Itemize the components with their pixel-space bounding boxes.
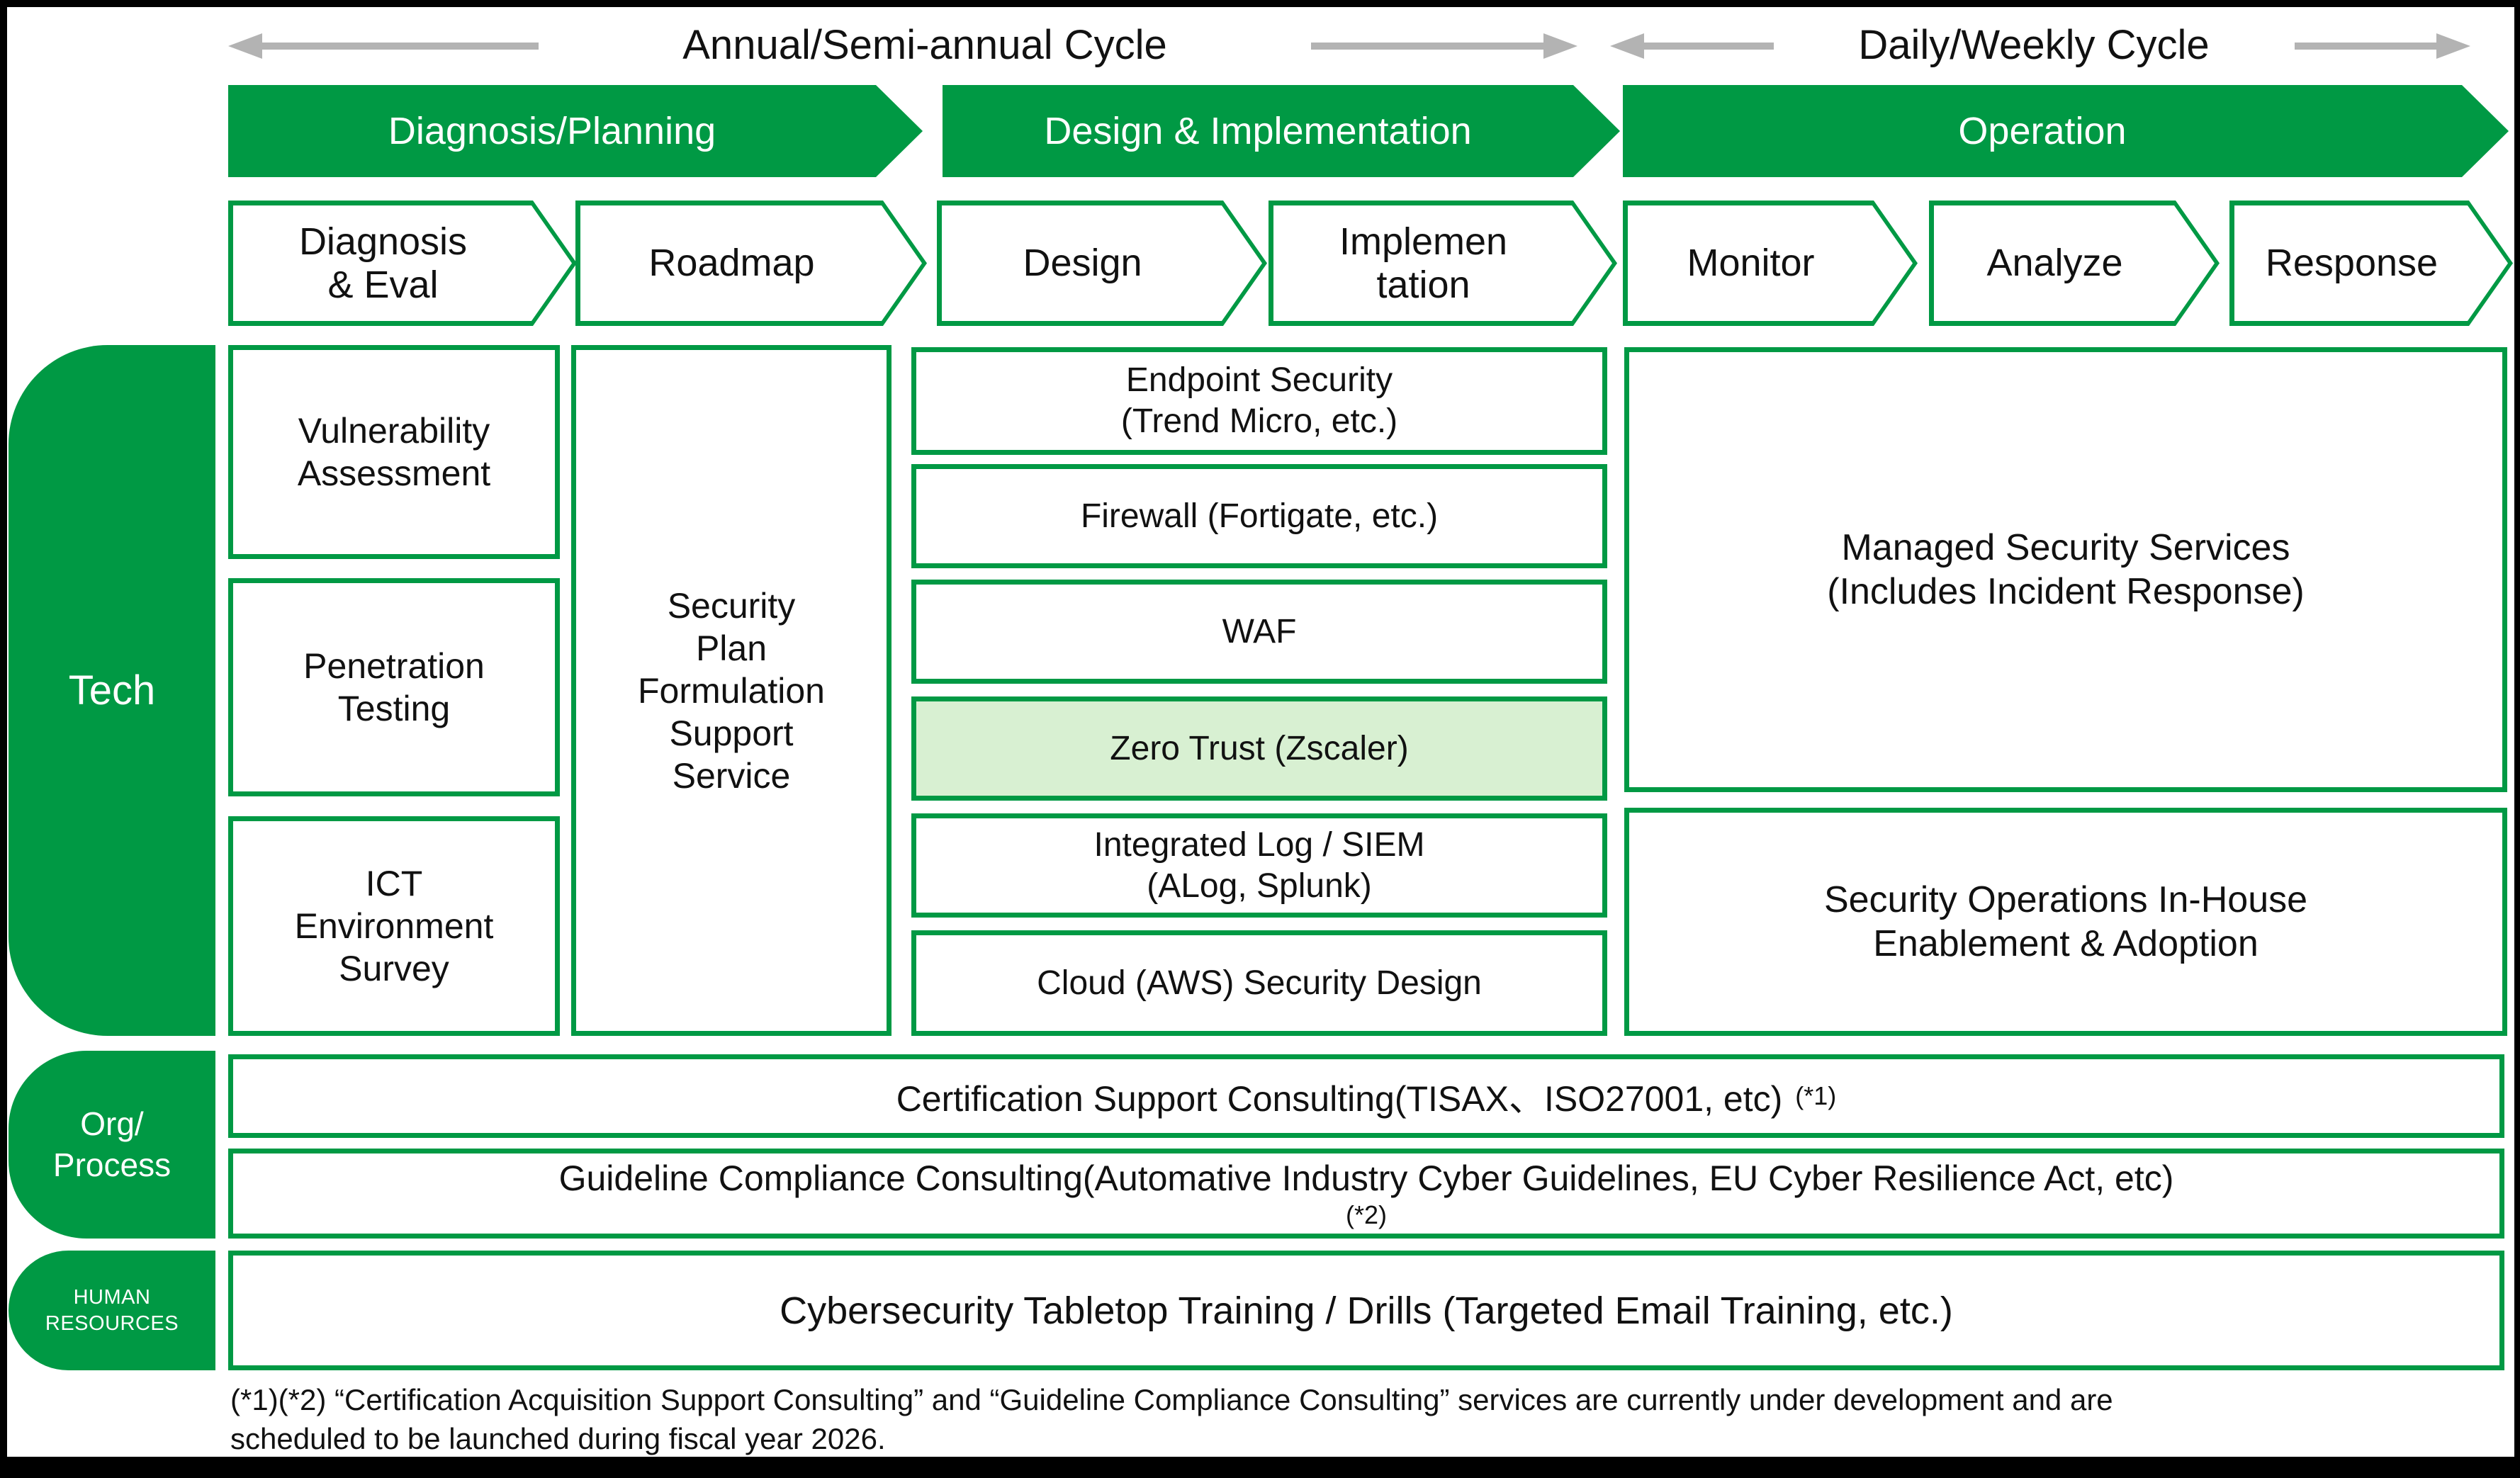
chevron-fill [1273,205,1612,321]
arrow-shaft [261,43,539,50]
phase-banner-design-implementation: Design & Implementation [943,85,1620,177]
phase-banner-operation: Operation [1623,85,2509,177]
box-ict-environment-survey: ICT Environment Survey [228,816,560,1036]
lane-pill-human-resources: HUMAN RESOURCES [9,1251,215,1370]
phase-banner-diagnosis-planning: Diagnosis/Planning [228,85,923,177]
step-label: Diagnosis & Eval [298,220,468,306]
box-security-plan-formulation: Security Plan Formulation Support Servic… [571,345,891,1036]
arrow-left-icon [228,33,262,59]
box-zero-trust: Zero Trust (Zscaler) [911,696,1607,801]
box-firewall: Firewall (Fortigate, etc.) [911,464,1607,568]
footnote-marker-2: (*2) [1345,1200,1387,1229]
arrow-shaft [2295,43,2438,50]
row-label: Guideline Compliance Consulting(Automati… [558,1158,2174,1198]
box-security-operations-inhouse: Security Operations In-House Enablement … [1624,808,2507,1036]
chevron-fill [942,205,1262,321]
step-response: Response [2229,201,2513,326]
chevron-fill [1628,205,1913,321]
annual-cycle-title: Annual/Semi-annual Cycle [682,21,1167,68]
step-label: Analyze [1986,242,2123,285]
row-label: Cybersecurity Tabletop Training / Drills… [780,1289,1953,1332]
box-cloud-aws-security-design: Cloud (AWS) Security Design [911,930,1607,1036]
step-monitor: Monitor [1623,201,1918,326]
step-diagnosis-eval: Diagnosis & Eval [228,201,577,326]
arrow-right-icon [2436,33,2470,59]
row-guideline-compliance-consulting: Guideline Compliance Consulting(Automati… [228,1149,2504,1239]
chevron-fill [233,205,572,321]
arrow-shaft [1643,43,1774,50]
arrow-left-icon [1610,33,1644,59]
step-label: Design [1023,242,1142,285]
arrow-right-icon [1543,33,1577,59]
row-cybersecurity-training: Cybersecurity Tabletop Training / Drills… [228,1251,2504,1370]
footnote-marker-1: (*1) [1795,1081,1837,1110]
step-label: Implemen tation [1339,220,1508,306]
step-analyze: Analyze [1929,201,2220,326]
box-managed-security-services: Managed Security Services (Includes Inci… [1624,347,2507,792]
chevron-fill [580,205,922,321]
box-vulnerability-assessment: Vulnerability Assessment [228,345,560,559]
footnote-text: (*1)(*2) “Certification Acquisition Supp… [230,1383,2113,1456]
step-design: Design [937,201,1267,326]
chevron-fill [1934,205,2215,321]
step-implementation: Implemen tation [1269,201,1617,326]
lane-pill-org-process: Org/ Process [9,1051,215,1239]
box-endpoint-security: Endpoint Security (Trend Micro, etc.) [911,347,1607,455]
box-integrated-log-siem: Integrated Log / SIEM (ALog, Splunk) [911,813,1607,918]
arrow-shaft [1311,43,1545,50]
row-label: Certification Support Consulting(TISAX、I… [896,1079,1783,1119]
step-label: Monitor [1687,242,1815,285]
step-label: Response [2265,242,2439,285]
step-label: Roadmap [648,242,815,285]
box-waf: WAF [911,580,1607,684]
daily-cycle-title: Daily/Weekly Cycle [1858,21,2210,68]
step-roadmap: Roadmap [575,201,927,326]
row-certification-support-consulting: Certification Support Consulting(TISAX、I… [228,1054,2504,1138]
lane-pill-tech: Tech [9,345,215,1036]
box-penetration-testing: Penetration Testing [228,578,560,796]
chevron-fill [2234,205,2508,321]
